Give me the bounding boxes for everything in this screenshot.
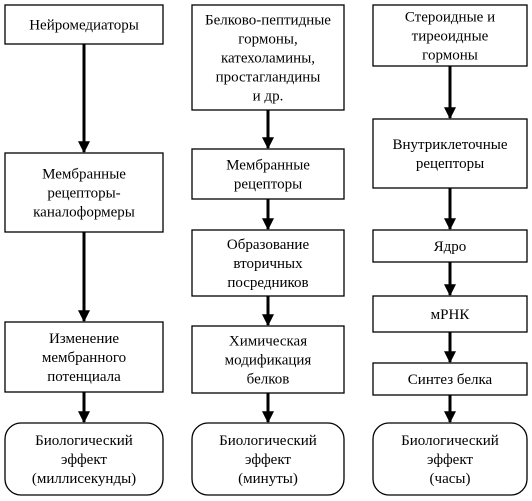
- step-box: [372, 4, 528, 67]
- box-label-line: (минуты): [238, 471, 298, 487]
- box-label-line: рецепторы-: [47, 186, 120, 202]
- box-label-line: и др.: [253, 89, 284, 105]
- step-box: [191, 325, 345, 394]
- box-label-line: мРНК: [431, 307, 471, 323]
- column-steroid: Стероидные и тиреоидные гормоныВнутриклето…: [372, 4, 528, 496]
- box-label-line: белков: [247, 372, 290, 388]
- box-label-line: Биологический: [35, 433, 133, 449]
- box-label-line: эффект: [427, 452, 473, 468]
- effect-box: [191, 422, 345, 496]
- box-label-line: Биологический: [401, 433, 499, 449]
- box-label-line: Изменение: [49, 331, 119, 347]
- box-label-line: посредников: [227, 275, 308, 291]
- box-label-line: вторичных: [233, 256, 303, 272]
- box-label-line: простагландины: [216, 70, 321, 86]
- box-label-line: каналоформеры: [33, 205, 135, 221]
- box-label-line: рецепторы: [416, 156, 484, 172]
- step-box: [372, 295, 528, 333]
- box-label-line: гормоны,: [238, 32, 297, 48]
- step-box: [372, 229, 528, 263]
- box-label-line: эффект: [245, 452, 291, 468]
- box-label-line: Нейромедиаторы: [29, 18, 139, 34]
- effect-box: [372, 422, 528, 496]
- box-label-line: гормоны: [422, 48, 478, 64]
- step-box: [191, 229, 345, 297]
- box-label-line: (миллисекунды): [32, 471, 136, 487]
- box-label-line: (часы): [430, 471, 471, 487]
- step-box: [4, 4, 164, 45]
- step-box: [372, 362, 528, 396]
- step-box: [372, 118, 528, 189]
- step-box: [191, 148, 345, 200]
- column-peptide: Белково-пептидные гормоны, катехоламины, пр…: [191, 4, 345, 496]
- box-label-line: Внутриклеточные: [392, 137, 507, 153]
- box-label-line: потенциала: [47, 369, 121, 385]
- box-label-line: Синтез белка: [408, 372, 493, 388]
- step-box: [4, 152, 164, 233]
- box-label-line: Мембранные: [226, 158, 310, 174]
- box-label-line: мембранного: [42, 350, 126, 366]
- box-label-line: Ядро: [434, 239, 467, 255]
- box-label-line: тиреоидные: [412, 29, 489, 45]
- effect-box: [4, 422, 164, 496]
- box-label-line: Стероидные и: [405, 10, 495, 26]
- box-label-line: эффект: [61, 452, 107, 468]
- step-box: [191, 4, 345, 111]
- box-label-line: Биологический: [219, 433, 317, 449]
- box-label-line: рецепторы: [234, 177, 302, 193]
- box-label-line: Белково-пептидные: [205, 13, 331, 29]
- box-label-line: Химическая: [229, 334, 307, 350]
- box-label-line: катехоламины,: [221, 51, 315, 67]
- step-box: [4, 321, 164, 393]
- box-label-line: модификация: [225, 353, 312, 369]
- box-label-line: Образование: [227, 237, 310, 253]
- box-label-line: Мембранные: [42, 167, 126, 183]
